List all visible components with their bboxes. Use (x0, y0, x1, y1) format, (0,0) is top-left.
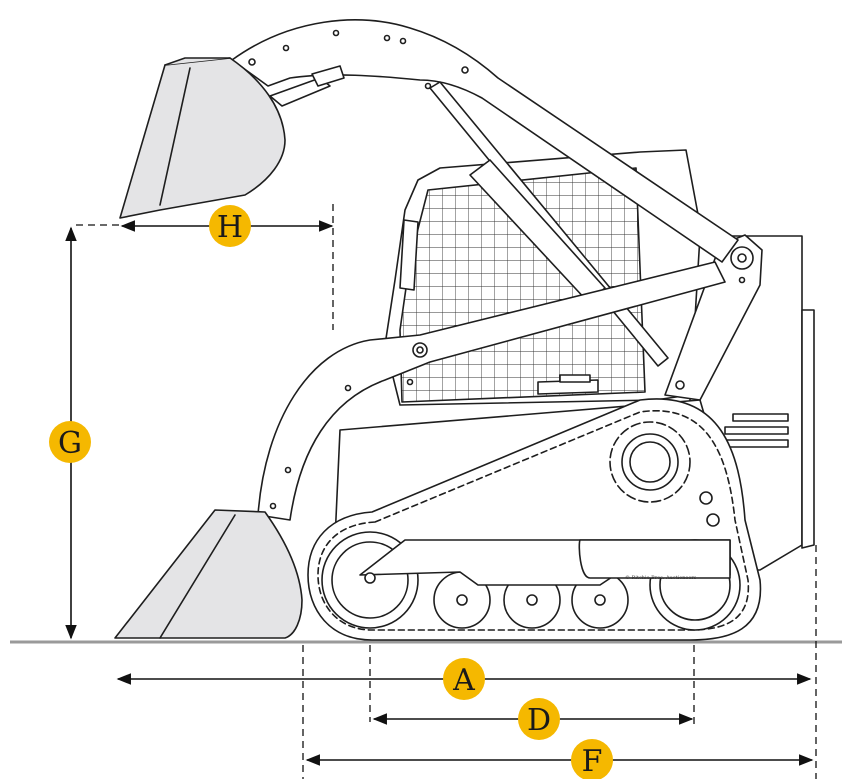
raised-bucket (119, 57, 286, 219)
rear-vent (724, 439, 789, 448)
dim-label-a: A (452, 663, 475, 698)
rear-vent (724, 426, 789, 435)
lift-arm (231, 19, 739, 263)
dim-label-g: G (58, 426, 82, 461)
lowered-bucket (114, 509, 303, 639)
dim-badge-a: A (443, 658, 485, 700)
copyright-text: © Ritchie Bros. Auctioneers (625, 574, 697, 581)
dim-badge-f: F (571, 739, 613, 779)
dim-label-h: H (217, 210, 243, 245)
dim-badge-g: G (49, 421, 91, 463)
rear-vent (732, 413, 789, 422)
track-assembly: © Ritchie Bros. Auctioneers (307, 398, 762, 641)
hydraulic-cylinder (469, 159, 606, 303)
lower-lift-arm (257, 261, 726, 521)
dim-label-f: F (582, 744, 603, 779)
dim-label-d: D (527, 703, 551, 738)
dim-badge-h: H (209, 205, 251, 247)
dim-badge-d: D (518, 698, 560, 740)
